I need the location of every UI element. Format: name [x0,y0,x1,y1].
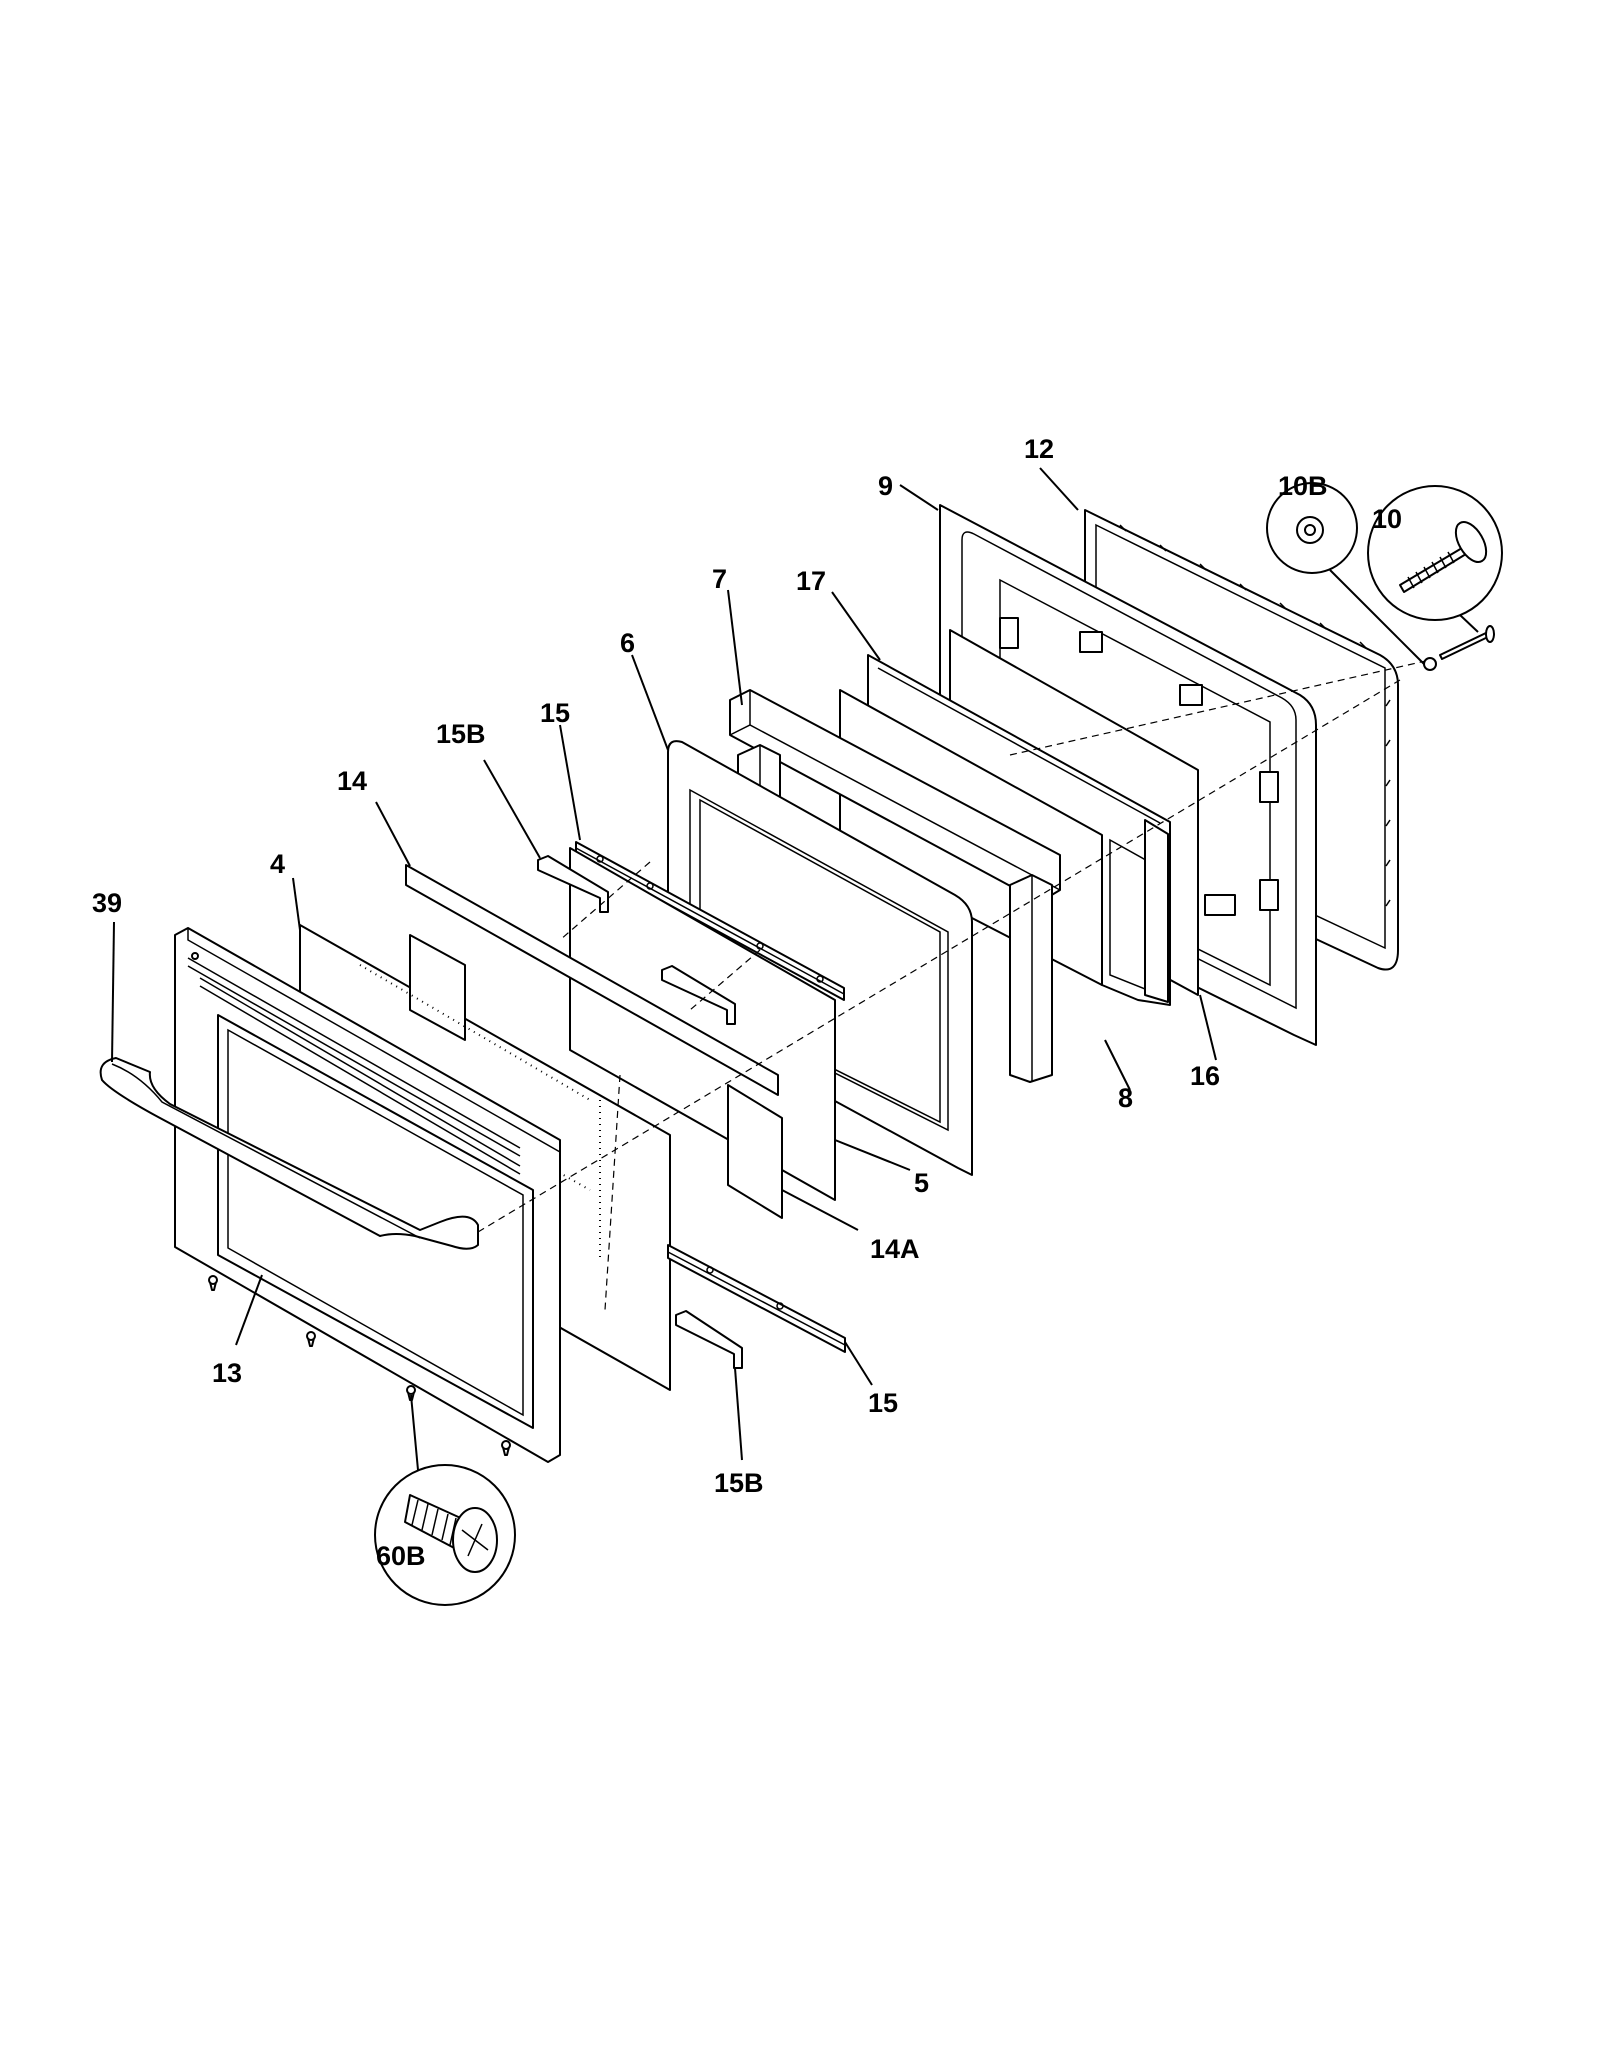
callout-17: 17 [796,566,826,596]
callout-14: 14 [337,766,367,796]
leader-lines [111,467,1217,1461]
callout-15B-lower: 15B [714,1468,764,1498]
part-14-insulation-strip [405,864,779,1096]
callout-10: 10 [1372,504,1402,534]
detail-60B-screw [374,1394,516,1606]
part-15B-lower-clip [675,1310,743,1369]
callout-15-upper: 15 [540,698,570,728]
callout-60B: 60B [376,1541,426,1571]
callout-16: 16 [1190,1061,1220,1091]
part-39-door-handle [99,1057,479,1250]
callout-9: 9 [878,471,893,501]
part-15B-upper-clip [537,855,609,913]
part-15B-clip-on-glass [661,965,736,1025]
callout-8: 8 [1118,1083,1133,1113]
callout-14A: 14A [870,1234,920,1264]
part-15-upper-glass-channel [575,841,845,1001]
callout-39: 39 [92,888,122,918]
detail-10B-washer [1266,482,1437,671]
part-17-glass-pack-frame [867,654,1171,1006]
assembly-alignment-lines [477,659,1431,1311]
callout-5: 5 [914,1168,929,1198]
callout-12: 12 [1024,434,1054,464]
callout-15B-upper: 15B [436,719,486,749]
part-15-lower-glass-channel [667,1244,846,1353]
callout-labels: 9 12 10B 10 7 17 6 15 15B 14 4 39 16 8 5… [92,434,1402,1571]
callout-10B: 10B [1278,471,1328,501]
callout-6: 6 [620,628,635,658]
callout-7: 7 [712,564,727,594]
part-7-insulation [729,689,1061,903]
callout-4: 4 [270,849,285,879]
detail-10-screw [1367,485,1503,660]
part-14A-insulation-pad [727,1084,783,1219]
callout-15-lower: 15 [868,1388,898,1418]
callout-13: 13 [212,1358,242,1388]
